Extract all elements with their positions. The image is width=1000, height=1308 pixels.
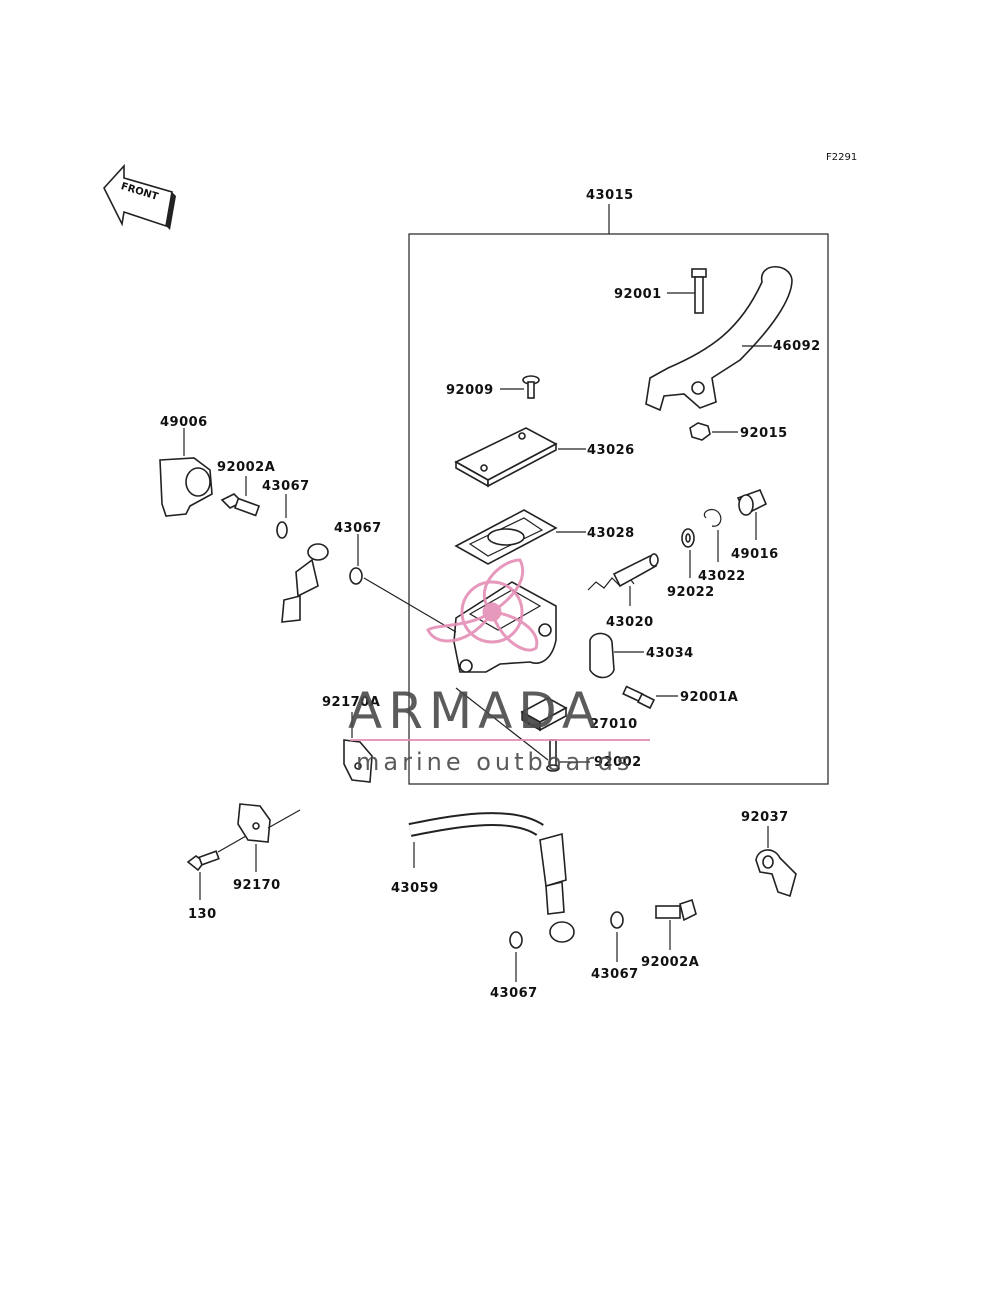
bolt-92001A-icon [622, 685, 678, 710]
brake-lever-46092-icon [645, 266, 793, 412]
label-92002A-top: 92002A [217, 460, 275, 475]
clamp-92170-icon [237, 803, 301, 872]
hose-guide-92037-icon [755, 826, 797, 898]
nut-92015-icon [689, 422, 738, 441]
label-43020: 43020 [606, 615, 654, 630]
label-43015: 43015 [586, 188, 634, 203]
armada-watermark: ARMADA marine outboards [348, 558, 650, 776]
holder-clamp-43034-icon [589, 632, 644, 679]
figure-code: F2291 [826, 152, 857, 163]
label-43026: 43026 [587, 443, 635, 458]
label-92002A-bottom: 92002A [641, 955, 699, 970]
propeller-logo-icon [426, 558, 539, 652]
watermark-tagline: marine outboards [356, 748, 633, 776]
label-92170A: 92170A [322, 695, 380, 710]
banjo-bolt-92002A-top-icon [220, 476, 261, 517]
label-43028: 43028 [587, 526, 635, 541]
bolt-130-icon [186, 835, 247, 900]
label-43067-bl: 43067 [490, 986, 538, 1001]
label-130: 130 [188, 907, 217, 922]
banjo-bolt-92002A-bottom-icon [655, 898, 697, 950]
washer-43067-br-icon [610, 911, 624, 962]
circlip-43022-icon [703, 508, 722, 562]
label-92037: 92037 [741, 810, 789, 825]
label-46092: 46092 [773, 339, 821, 354]
label-92022: 92022 [667, 585, 715, 600]
front-arrow-icon: FRONT [103, 163, 176, 230]
label-49006: 49006 [160, 415, 208, 430]
label-43067-top: 43067 [262, 479, 310, 494]
label-92009: 92009 [446, 383, 494, 398]
washer-43067-top-icon [276, 494, 288, 539]
watermark-brand: ARMADA [348, 682, 602, 740]
label-43067-mid: 43067 [334, 521, 382, 536]
clamp-92170A-icon [343, 712, 373, 783]
screw-92009-icon [500, 375, 540, 399]
label-92001: 92001 [614, 287, 662, 302]
label-92170: 92170 [233, 878, 281, 893]
diaphragm-43028-icon [454, 509, 586, 565]
label-43059: 43059 [391, 881, 439, 896]
brake-switch-27010-icon [520, 697, 568, 732]
label-92002: 92002 [594, 755, 642, 770]
brake-hose-43059-icon [256, 543, 575, 943]
washer-43067-bl-icon [509, 931, 523, 982]
label-92001A: 92001A [680, 690, 738, 705]
piston-kit-43020-icon [587, 553, 659, 606]
label-43034: 43034 [646, 646, 694, 661]
label-27010: 27010 [590, 717, 638, 732]
label-43067-br: 43067 [591, 967, 639, 982]
bolt-92001-icon [667, 268, 707, 314]
reservoir-cap-43026-icon [454, 427, 586, 488]
dust-boot-49016-icon [736, 488, 768, 540]
banjo-cover-49006-icon [159, 428, 213, 517]
label-92015: 92015 [740, 426, 788, 441]
label-49016: 49016 [731, 547, 779, 562]
label-43022: 43022 [698, 569, 746, 584]
washer-92022-icon [681, 528, 695, 578]
master-cylinder-assembly-box: 43015 [408, 188, 829, 785]
washer-43067-mid-icon [349, 534, 363, 585]
